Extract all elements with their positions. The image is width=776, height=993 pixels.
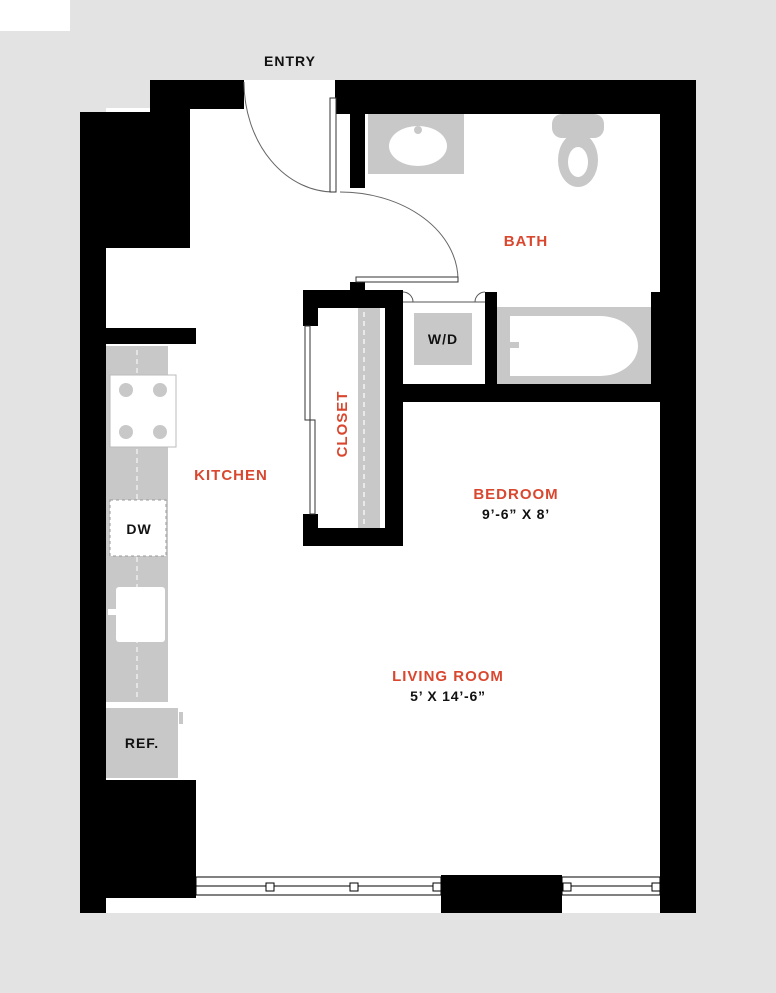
dishwasher (109, 499, 167, 557)
exterior-walls (80, 80, 696, 913)
wd-label: W/D (428, 331, 458, 347)
wd-closet-doors[interactable] (402, 291, 486, 303)
refrigerator (106, 708, 178, 778)
sink-icon (389, 126, 447, 166)
dishwasher-label: DW (126, 521, 151, 537)
bath-door[interactable] (339, 191, 459, 283)
toilet-icon (552, 114, 604, 187)
corner-notch (0, 0, 70, 31)
washer-dryer (414, 313, 472, 365)
kitchen-label: KITCHEN (194, 467, 268, 484)
floor (106, 80, 662, 913)
refrigerator-label: REF. (125, 735, 159, 751)
bathtub-icon (497, 307, 651, 384)
closet-shelf (358, 308, 380, 528)
window-bottom (195, 876, 661, 896)
cooktop-icon (109, 374, 177, 448)
living-room-dimensions: 5’ X 14’-6” (410, 688, 486, 704)
refrigerator-handle (179, 712, 183, 724)
bedroom-dimensions: 9’-6” X 8’ (482, 506, 550, 522)
living-room-label: LIVING ROOM (392, 668, 504, 685)
entry-label: ENTRY (264, 53, 316, 69)
bedroom-label: BEDROOM (473, 486, 558, 503)
closet-sliding-door[interactable] (304, 325, 316, 515)
sink-faucet (414, 126, 422, 134)
closet-label: CLOSET (334, 391, 351, 458)
bath-label: BATH (504, 233, 549, 250)
entry-door[interactable] (243, 81, 337, 193)
interior-walls (303, 108, 676, 546)
kitchen-sink-icon (108, 587, 165, 642)
